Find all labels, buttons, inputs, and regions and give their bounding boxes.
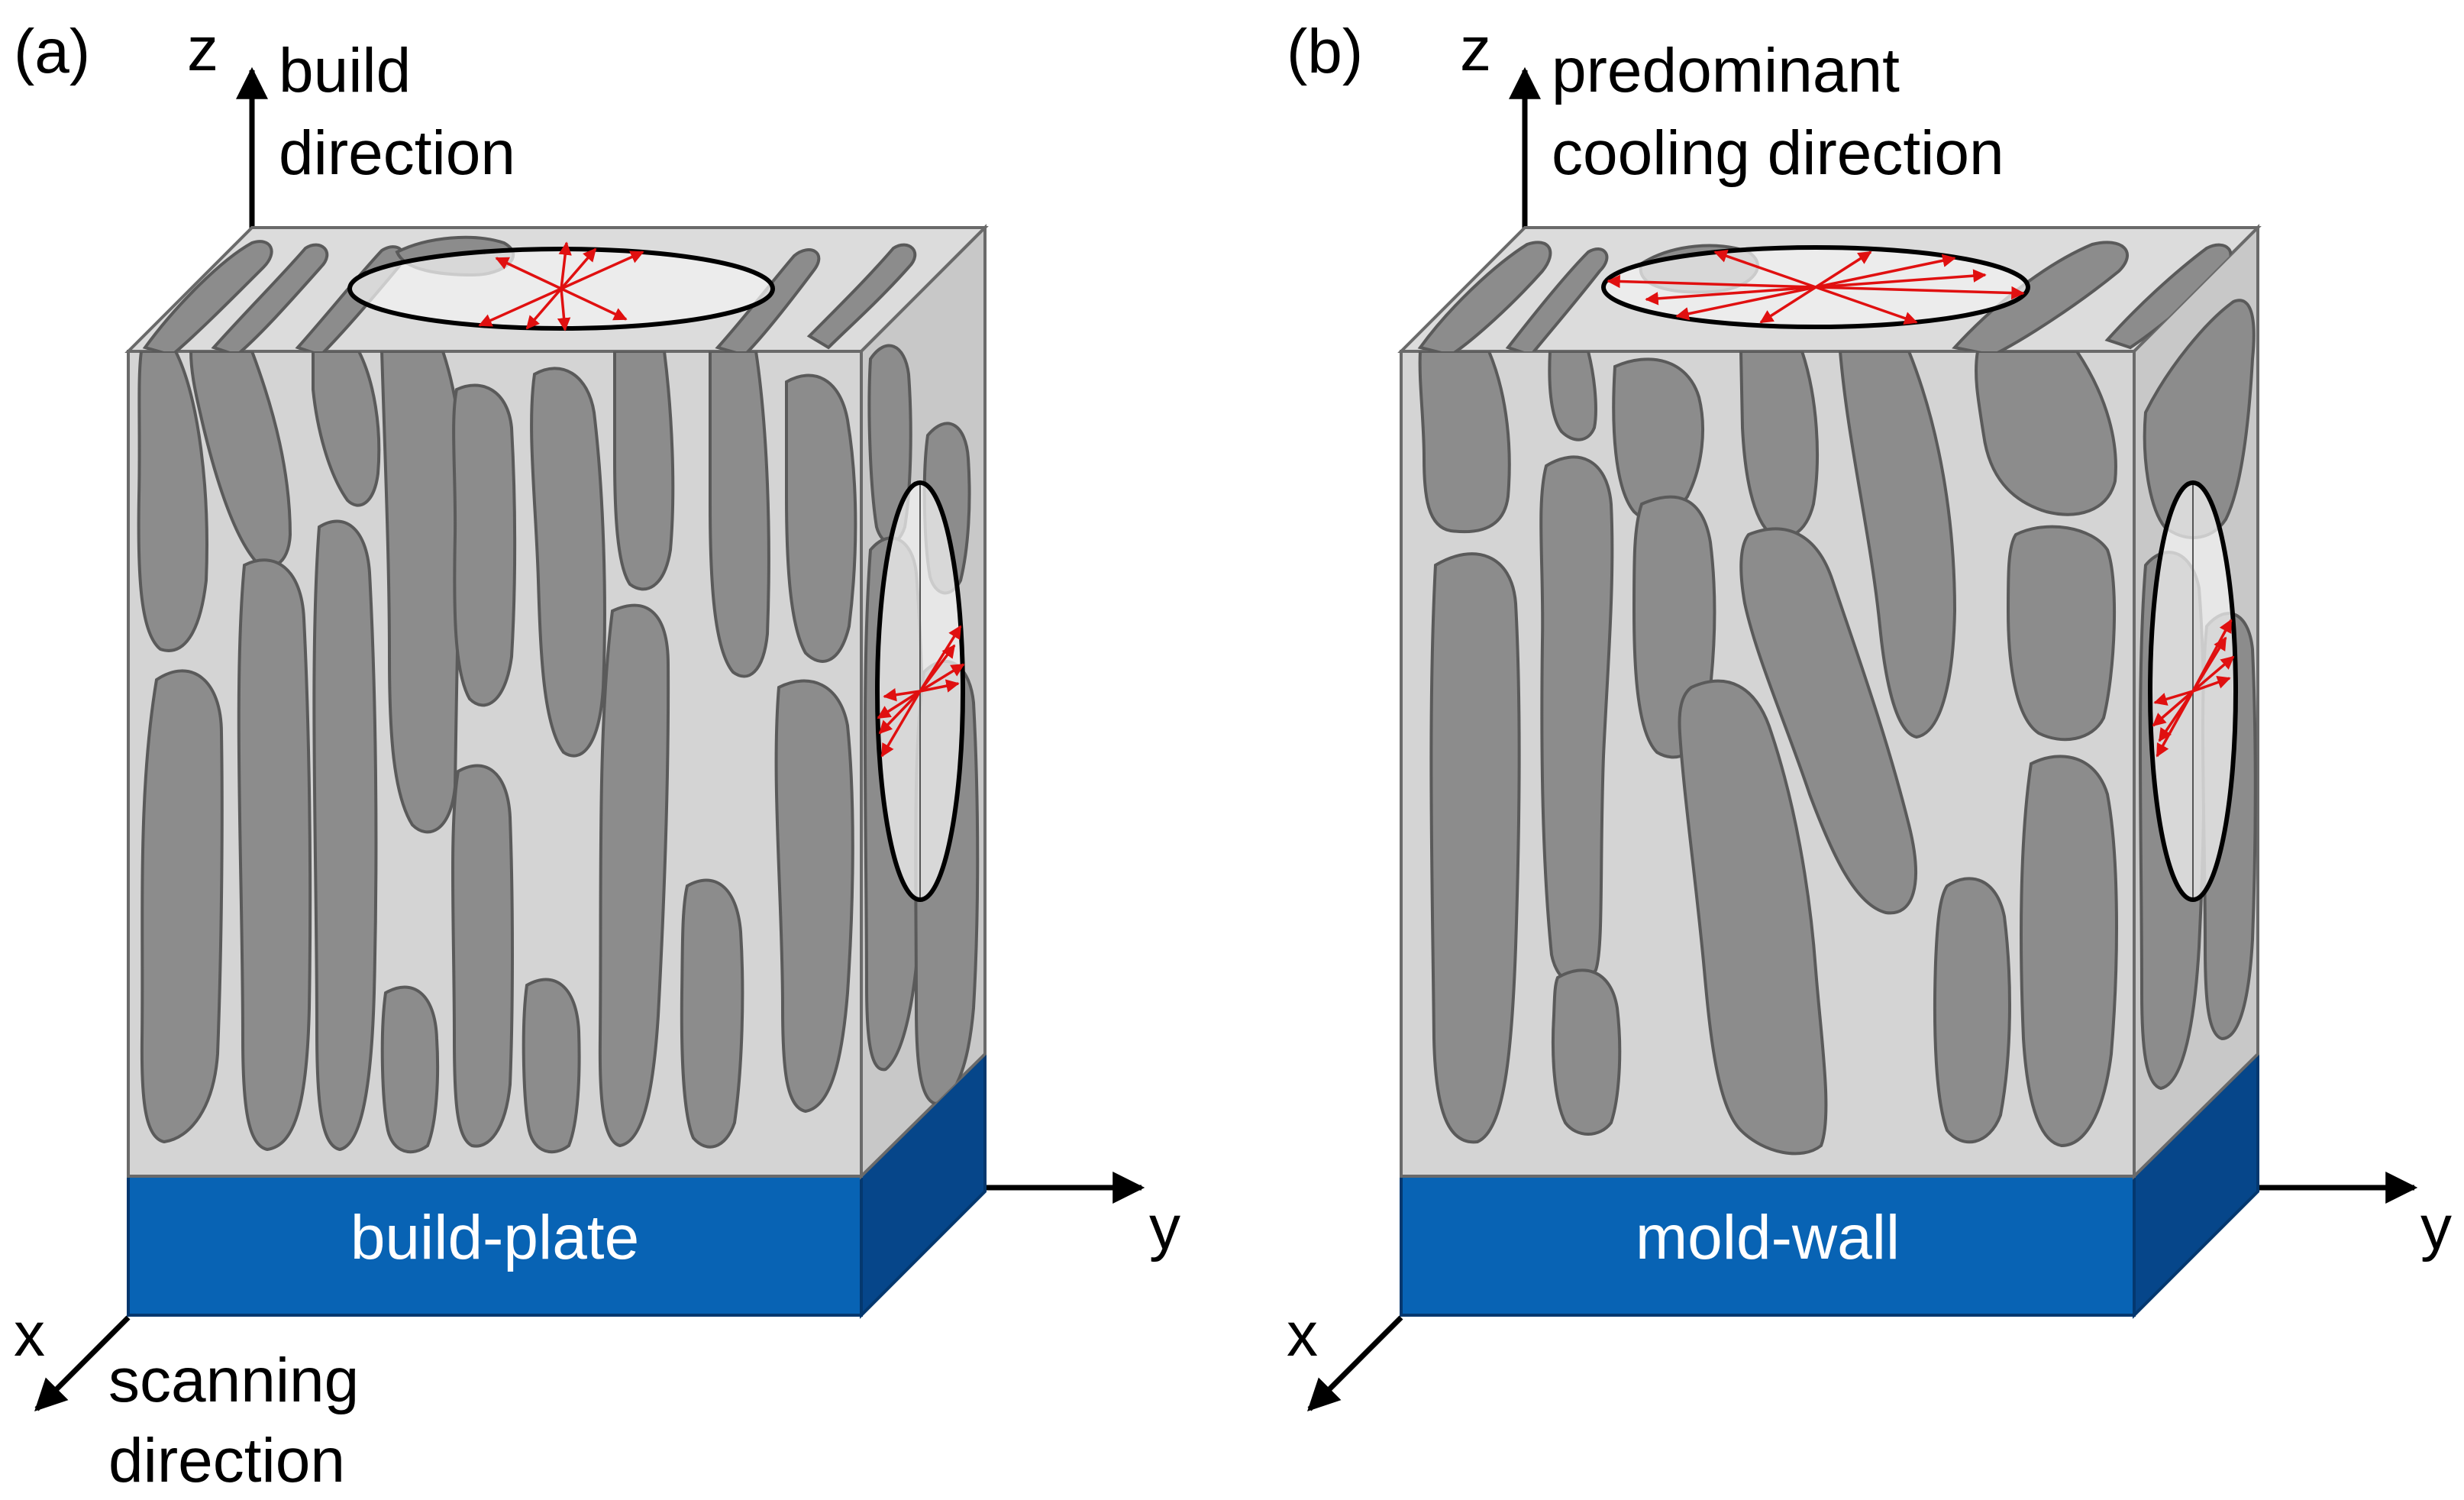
z-caption-line-2: direction <box>279 118 515 188</box>
x-axis-label: x <box>14 1300 45 1369</box>
grain <box>452 383 517 707</box>
grain <box>1933 877 2011 1144</box>
grain <box>1739 527 1917 915</box>
grain <box>1429 552 1521 1144</box>
y-axis-label: y <box>1149 1193 1180 1262</box>
grain <box>237 558 312 1152</box>
grain <box>1974 351 2117 516</box>
grain <box>709 351 770 678</box>
grain <box>806 243 917 350</box>
grain <box>137 351 208 652</box>
z-axis-label: z <box>187 15 218 84</box>
top-texture-ellipse <box>347 241 775 331</box>
grain <box>1418 351 1511 534</box>
grain <box>450 764 514 1148</box>
z-caption-line-1: build <box>279 36 411 105</box>
grain <box>1551 968 1622 1136</box>
mold-wall <box>1400 1175 2136 1317</box>
z-caption-line-1: predominant <box>1552 36 1900 105</box>
build-plate <box>127 1175 863 1317</box>
panel-b: (b) z predominant cooling direction y x … <box>1287 15 2452 1411</box>
z-caption-line-2: cooling direction <box>1552 118 2004 188</box>
grain <box>140 669 224 1144</box>
panel-label: (a) <box>14 17 90 86</box>
grain <box>142 240 273 351</box>
grain <box>598 603 670 1148</box>
grain <box>211 243 329 351</box>
panel-a: (a) z build direction y x scanning direc… <box>14 15 1180 1495</box>
side-texture-ellipse <box>2148 480 2238 902</box>
plate-label: mold-wall <box>1636 1203 1900 1272</box>
grain <box>2143 299 2256 539</box>
grain <box>680 878 744 1149</box>
grain <box>379 351 465 834</box>
x-axis-label: x <box>1287 1300 1318 1369</box>
top-texture-ellipse <box>1601 245 2030 329</box>
z-axis-label: z <box>1460 15 1491 84</box>
grain <box>1838 351 1957 739</box>
grain <box>785 373 857 663</box>
grain <box>1417 241 1552 351</box>
grain <box>522 978 581 1154</box>
grain <box>1548 351 1597 441</box>
grain <box>530 367 606 758</box>
grain <box>1505 247 1609 351</box>
grain <box>1612 357 1704 522</box>
grain <box>2020 755 2118 1148</box>
grain <box>380 985 440 1154</box>
grain <box>1678 679 1828 1156</box>
x-caption-line-2: direction <box>108 1426 345 1495</box>
grain <box>613 351 675 591</box>
grain <box>312 519 378 1152</box>
grain <box>312 351 381 507</box>
x-axis-arrow <box>34 1315 131 1411</box>
side-texture-ellipse <box>875 480 965 902</box>
grain <box>1539 455 1614 985</box>
plate-label: build-plate <box>350 1203 639 1272</box>
grain <box>774 679 854 1114</box>
panel-label: (b) <box>1287 17 1363 86</box>
grain <box>1739 351 1819 539</box>
y-axis-label: y <box>2420 1193 2452 1262</box>
grain <box>2006 525 2117 742</box>
x-axis-arrow <box>1307 1315 1403 1411</box>
x-caption-line-1: scanning <box>108 1346 359 1415</box>
